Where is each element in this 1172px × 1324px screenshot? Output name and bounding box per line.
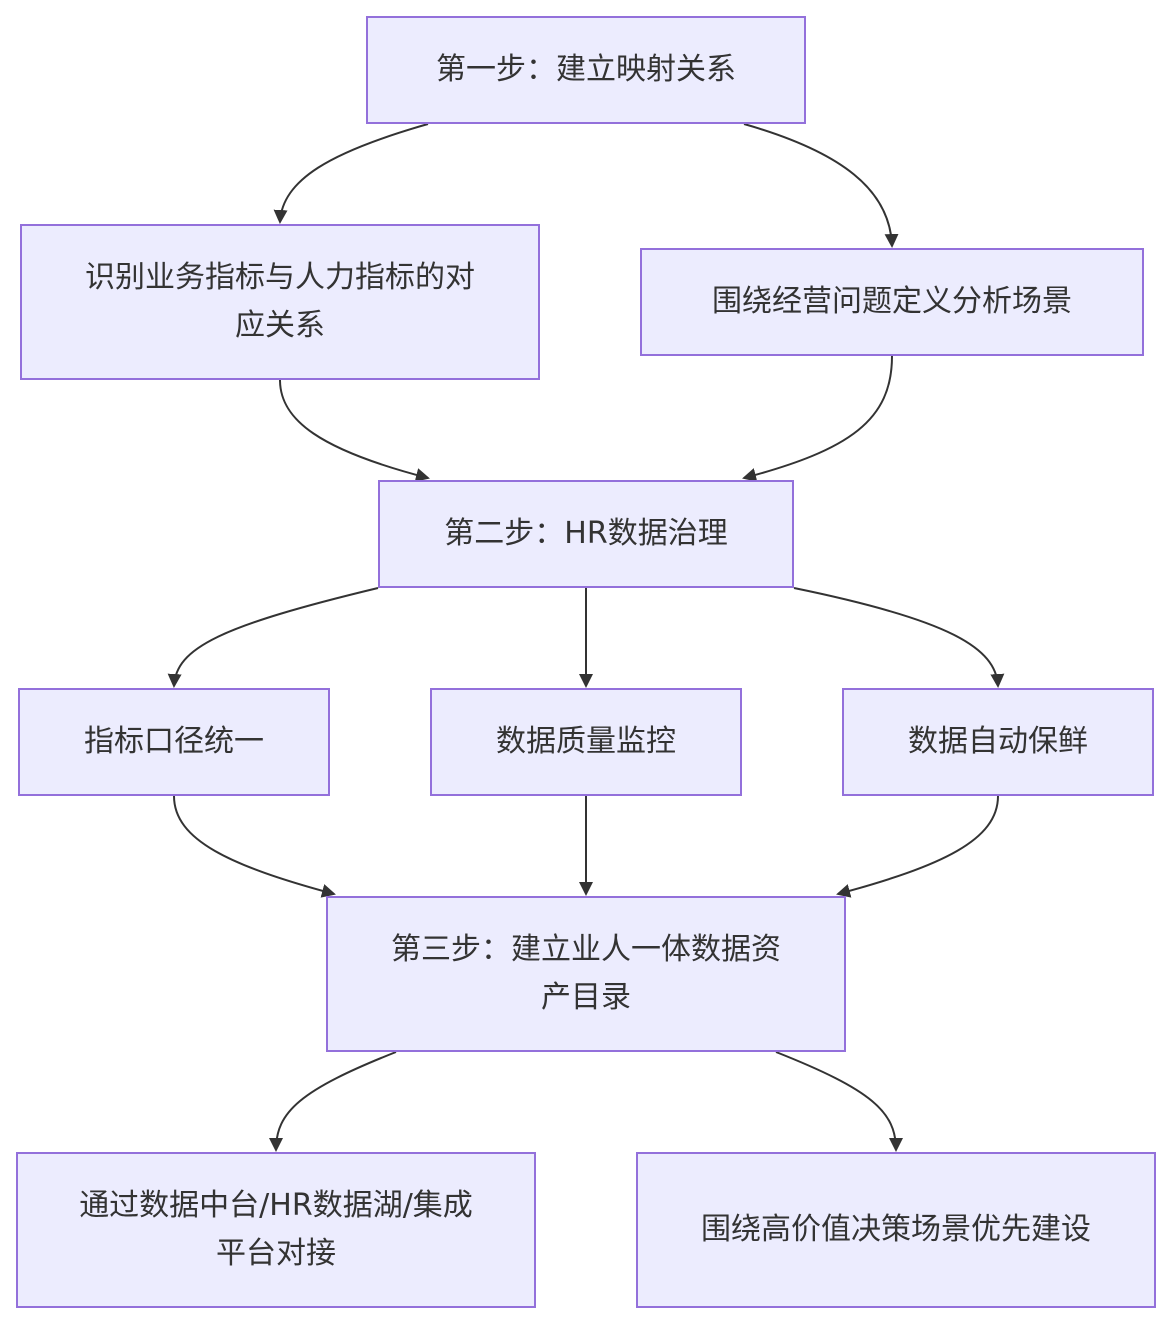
edge-step1-to-scenario xyxy=(743,123,899,248)
node-identify: 识别业务指标与人力指标的对应关系 xyxy=(20,224,540,380)
node-step2-label: 第二步：HR数据治理 xyxy=(444,516,728,551)
node-connect-label: 通过数据中台/HR数据湖/集成平台对接 xyxy=(79,1188,473,1271)
node-step3: 第三步：建立业人一体数据资产目录 xyxy=(326,896,846,1052)
node-priority: 围绕高价值决策场景优先建设 xyxy=(636,1152,1156,1308)
edge-unify-to-step3 xyxy=(173,795,336,898)
edge-step2-to-fresh xyxy=(793,587,1005,688)
edge-scenario-to-step2 xyxy=(742,355,893,482)
edge-fresh-to-step3 xyxy=(836,795,999,898)
node-step1-label: 第一步：建立映射关系 xyxy=(436,52,736,87)
node-quality-label: 数据质量监控 xyxy=(496,724,676,759)
edge-step1-to-identify xyxy=(273,123,429,224)
node-connect: 通过数据中台/HR数据湖/集成平台对接 xyxy=(16,1152,536,1308)
node-scenario-label: 围绕经营问题定义分析场景 xyxy=(712,284,1072,319)
node-fresh-label: 数据自动保鲜 xyxy=(908,724,1088,759)
node-step1: 第一步：建立映射关系 xyxy=(366,16,806,124)
node-unify-label: 指标口径统一 xyxy=(84,724,264,759)
node-unify: 指标口径统一 xyxy=(18,688,330,796)
node-step2: 第二步：HR数据治理 xyxy=(378,480,794,588)
node-identify-label: 识别业务指标与人力指标的对应关系 xyxy=(85,260,475,343)
node-priority-label: 围绕高价值决策场景优先建设 xyxy=(701,1212,1091,1247)
node-quality: 数据质量监控 xyxy=(430,688,742,796)
node-scenario: 围绕经营问题定义分析场景 xyxy=(640,248,1144,356)
node-fresh: 数据自动保鲜 xyxy=(842,688,1154,796)
edge-step3-to-priority xyxy=(775,1051,903,1152)
edge-step3-to-connect xyxy=(269,1051,397,1152)
edge-step2-to-unify xyxy=(167,587,379,688)
edge-identify-to-step2 xyxy=(279,379,430,482)
node-step3-label: 第三步：建立业人一体数据资产目录 xyxy=(391,932,781,1015)
